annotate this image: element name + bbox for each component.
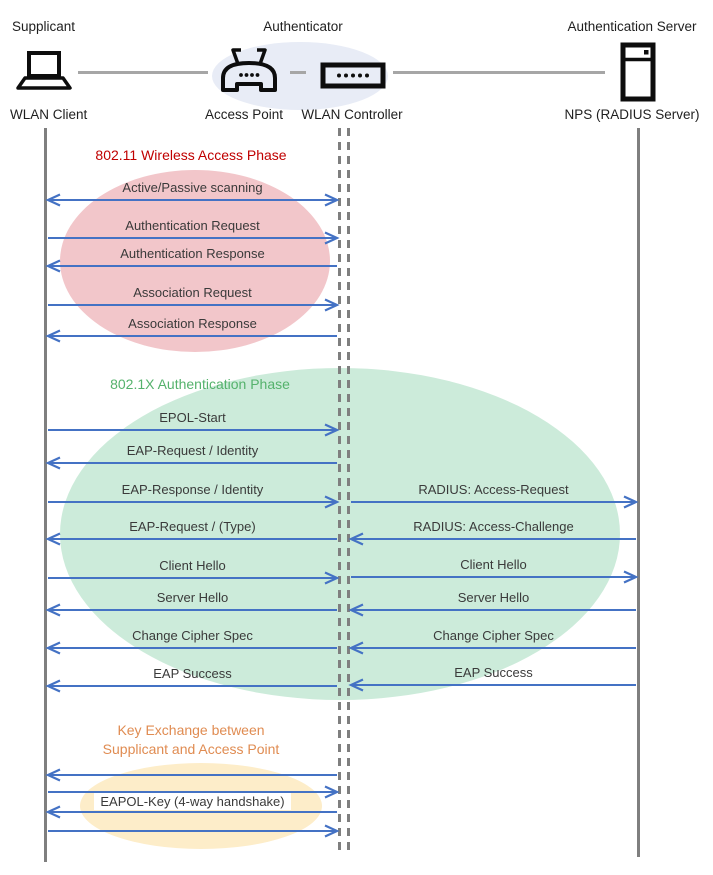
message-arrow-left xyxy=(45,329,337,343)
device-wlan-client: WLAN Client xyxy=(10,107,88,122)
wlan-controller-icon xyxy=(320,62,386,89)
message-arrow-left xyxy=(45,805,337,819)
message-arrow-left xyxy=(45,259,337,273)
message-arrow-right xyxy=(48,785,340,799)
access-point-icon xyxy=(216,46,282,96)
message-arrow-left xyxy=(45,603,337,617)
message-label: RADIUS: Access-Request xyxy=(418,482,569,497)
message-arrow-right xyxy=(351,570,639,584)
message-label: EAP-Response / Identity xyxy=(121,482,264,497)
role-authenticator: Authenticator xyxy=(263,19,343,34)
message-label: Authentication Response xyxy=(120,246,265,261)
message-label: Server Hello xyxy=(457,590,530,605)
lifeline-wlan-controller-left xyxy=(338,128,341,855)
message-label: Client Hello xyxy=(159,558,226,573)
device-access-point: Access Point xyxy=(204,107,284,122)
message-label: Association Request xyxy=(133,285,252,300)
message-label: Change Cipher Spec xyxy=(132,628,253,643)
message-label: EAP Success xyxy=(153,666,232,681)
lifeline-wlan-controller-right xyxy=(347,128,350,855)
message-arrow-left xyxy=(348,641,636,655)
message-label: Change Cipher Spec xyxy=(433,628,554,643)
lifeline-wlan-client xyxy=(44,128,47,862)
message-label: RADIUS: Access-Challenge xyxy=(413,519,574,534)
message-label: EAP-Request / Identity xyxy=(126,443,259,458)
message-arrow-left xyxy=(45,768,337,782)
role-supplicant: Supplicant xyxy=(12,19,76,34)
message-label: EAPOL-Key (4-way handshake) xyxy=(47,793,338,810)
message-arrow-both xyxy=(45,193,340,207)
device-nps: NPS (RADIUS Server) xyxy=(564,107,700,122)
phase3-title: Key Exchange between Supplicant and Acce… xyxy=(102,722,280,757)
message-label: Authentication Request xyxy=(125,218,260,233)
message-arrow-left xyxy=(348,603,636,617)
connector-ap-controller xyxy=(290,71,306,74)
device-wlan-controller: WLAN Controller xyxy=(301,107,403,122)
message-label: Active/Passive scanning xyxy=(122,180,263,195)
server-icon xyxy=(620,42,656,102)
message-label: EAP-Request / (Type) xyxy=(129,519,256,534)
message-label: EPOL-Start xyxy=(159,410,226,425)
connector-client-ap xyxy=(78,71,208,74)
lifeline-nps xyxy=(637,128,640,857)
message-label: Server Hello xyxy=(156,590,229,605)
message-label: EAP Success xyxy=(454,665,533,680)
message-arrow-right xyxy=(48,423,340,437)
laptop-icon xyxy=(12,50,74,92)
message-arrow-left xyxy=(348,678,636,692)
phase1-title: 802.11 Wireless Access Phase xyxy=(95,147,287,163)
message-label: Association Response xyxy=(128,316,257,331)
message-arrow-right xyxy=(351,495,639,509)
message-arrow-right xyxy=(48,298,340,312)
role-authentication-server: Authentication Server xyxy=(567,19,697,34)
message-arrow-left xyxy=(45,532,337,546)
message-arrow-right xyxy=(48,231,340,245)
message-label: Client Hello xyxy=(460,557,527,572)
message-arrow-left xyxy=(45,456,337,470)
message-arrow-right xyxy=(48,495,340,509)
message-arrow-left xyxy=(45,641,337,655)
connector-controller-server xyxy=(393,71,605,74)
message-arrow-right xyxy=(48,824,340,838)
message-arrow-left xyxy=(45,679,337,693)
phase2-title: 802.1X Authentication Phase xyxy=(110,376,290,392)
message-arrow-left xyxy=(348,532,636,546)
message-arrow-right xyxy=(48,571,340,585)
